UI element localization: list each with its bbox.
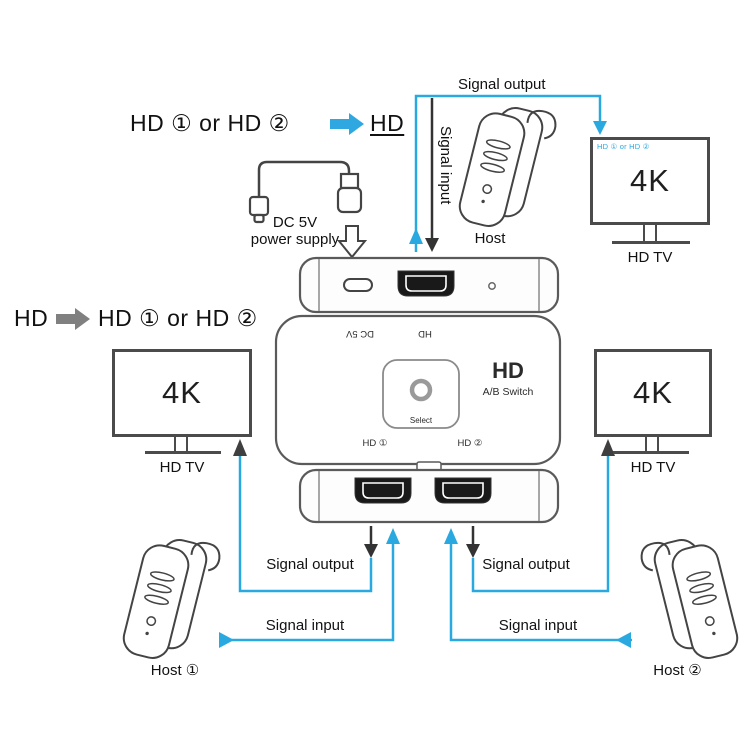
- select-button-panel: [382, 359, 460, 429]
- monitor-left: 4K: [112, 349, 252, 437]
- device-port-label-1: HD ①: [362, 438, 388, 449]
- host-1-label: Host ①: [150, 662, 200, 679]
- hdmi-output-port: [397, 270, 455, 297]
- monitor-right: 4K: [594, 349, 712, 437]
- power-supply-label: DC 5V power supply: [220, 214, 370, 248]
- screw-hole: [488, 282, 496, 290]
- monitor-left-screen: 4K: [162, 375, 202, 410]
- hdmi-switch-device: [274, 256, 562, 524]
- signal-input-left-label: Signal input: [265, 617, 345, 634]
- dc-5v-port: [343, 278, 373, 292]
- monitor-top-right: HD ① or HD ② 4K: [590, 137, 710, 225]
- signal-input-line-right: [444, 528, 632, 648]
- signal-output-line-left: [233, 439, 378, 593]
- mode-bottom-arrow-icon: [56, 308, 90, 330]
- signal-output-line-top: [409, 94, 607, 252]
- monitor-top-right-caption: HD TV: [627, 249, 673, 266]
- signal-output-top-label: Signal output: [458, 76, 546, 93]
- select-button-label: Select: [409, 416, 433, 425]
- device-port-label-2: HD ②: [457, 438, 483, 449]
- monitor-top-right-tag: HD ① or HD ②: [597, 142, 650, 151]
- hdmi-port-2: [434, 477, 492, 504]
- power-supply-line1: DC 5V: [272, 214, 318, 231]
- signal-output-right-label: Signal output: [482, 556, 570, 573]
- signal-input-right-label: Signal input: [498, 617, 578, 634]
- signal-output-line-right: [466, 439, 615, 593]
- mode-bottom-to: HD ① or HD ②: [98, 305, 258, 331]
- device-marking-power: DC 5V: [346, 328, 374, 339]
- signal-output-left-label: Signal output: [266, 556, 354, 573]
- dc-plug: [248, 195, 270, 217]
- monitor-left-base: [145, 451, 221, 454]
- monitor-top-right-screen: 4K: [630, 163, 670, 198]
- switch-top-bar: [298, 256, 560, 314]
- dc-plug-tip: [253, 213, 265, 224]
- host-tower-top: [455, 96, 560, 238]
- monitor-top-right-base: [612, 241, 690, 244]
- power-supply-line2: power supply: [250, 231, 340, 248]
- monitor-right-screen: 4K: [633, 375, 673, 410]
- device-marking-hd: HD: [418, 328, 432, 339]
- usb-plug-body: [336, 186, 363, 214]
- mode-bottom-from: HD: [14, 305, 49, 331]
- select-button[interactable]: [409, 378, 433, 402]
- plug-down-arrow-icon: [336, 225, 368, 259]
- usb-plug-shell: [339, 172, 360, 190]
- device-logo: HD: [492, 358, 524, 383]
- mode-top-arrow-icon: [330, 113, 364, 135]
- host-2-label: Host ②: [653, 662, 702, 679]
- mode-top-from: HD ① or HD ②: [130, 110, 290, 136]
- signal-input-top-label: Signal input: [437, 126, 454, 205]
- signal-input-line-top: [425, 98, 439, 252]
- host-top-label: Host: [474, 230, 506, 247]
- signal-input-line-left: [219, 528, 400, 648]
- monitor-right-caption: HD TV: [630, 459, 676, 476]
- monitor-left-caption: HD TV: [159, 459, 205, 476]
- device-model: A/B Switch: [482, 386, 534, 398]
- host-tower-2: [637, 528, 742, 670]
- mode-top-to: HD: [370, 110, 405, 136]
- host-tower-1: [119, 528, 224, 670]
- power-cable: [248, 160, 363, 224]
- switch-bottom-bar: [298, 468, 560, 524]
- monitor-right-base: [613, 451, 689, 454]
- hdmi-port-1: [354, 477, 412, 504]
